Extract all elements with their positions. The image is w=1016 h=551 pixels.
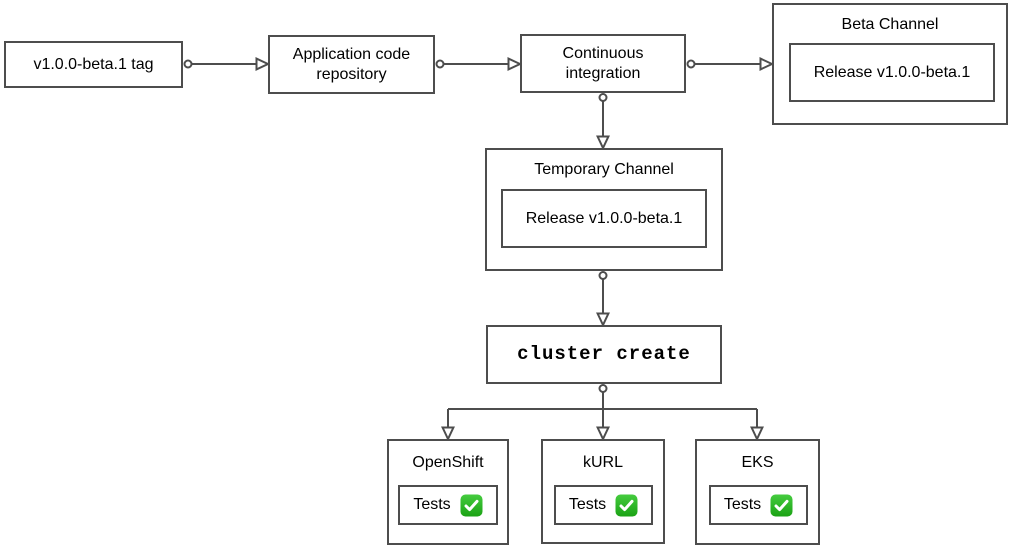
eks-tests-label: Tests [723,496,762,514]
node-temporary-channel: Temporary Channel Release v1.0.0-beta.1 [485,148,723,271]
node-cluster-create: cluster create [486,325,722,384]
kurl-tests-label: Tests [568,496,607,514]
temporary-channel-title: Temporary Channel [534,161,674,178]
connector-repo-to-ci [435,57,523,71]
beta-release-label: Release v1.0.0-beta.1 [813,63,971,81]
node-kurl: kURL Tests [541,439,665,544]
cluster-create-label: cluster create [517,343,691,366]
node-beta-channel: Beta Channel Release v1.0.0-beta.1 [772,3,1008,125]
openshift-title: OpenShift [412,454,484,471]
node-version-tag-label: v1.0.0-beta.1 tag [33,55,154,73]
check-mark-icon [770,494,793,516]
openshift-tests-label: Tests [413,496,451,514]
kurl-tests-box: Tests [554,485,653,525]
kurl-title: kURL [582,454,623,471]
check-mark-icon [615,494,638,516]
openshift-tests-box: Tests [398,485,498,525]
node-continuous-integration-label: Continuous integration [562,45,644,82]
node-app-code-repository-label: Application code repository [292,46,411,83]
node-version-tag: v1.0.0-beta.1 tag [4,41,183,88]
connector-ci-to-temporary-channel [596,93,610,151]
connector-temporary-to-cluster-create [596,271,610,328]
node-app-code-repository: Application code repository [268,35,435,94]
connector-tag-to-repo [183,57,271,71]
node-eks: EKS Tests [695,439,820,545]
connector-ci-to-beta-channel [686,57,775,71]
beta-channel-title: Beta Channel [841,16,939,33]
connector-cluster-create-to-clusters [441,384,764,442]
node-beta-release: Release v1.0.0-beta.1 [789,43,995,102]
temporary-release-label: Release v1.0.0-beta.1 [525,209,683,227]
eks-tests-box: Tests [709,485,808,525]
check-mark-icon [460,494,483,516]
node-continuous-integration: Continuous integration [520,34,686,93]
node-openshift: OpenShift Tests [387,439,509,545]
node-temporary-release: Release v1.0.0-beta.1 [501,189,707,248]
eks-title: EKS [741,454,774,471]
